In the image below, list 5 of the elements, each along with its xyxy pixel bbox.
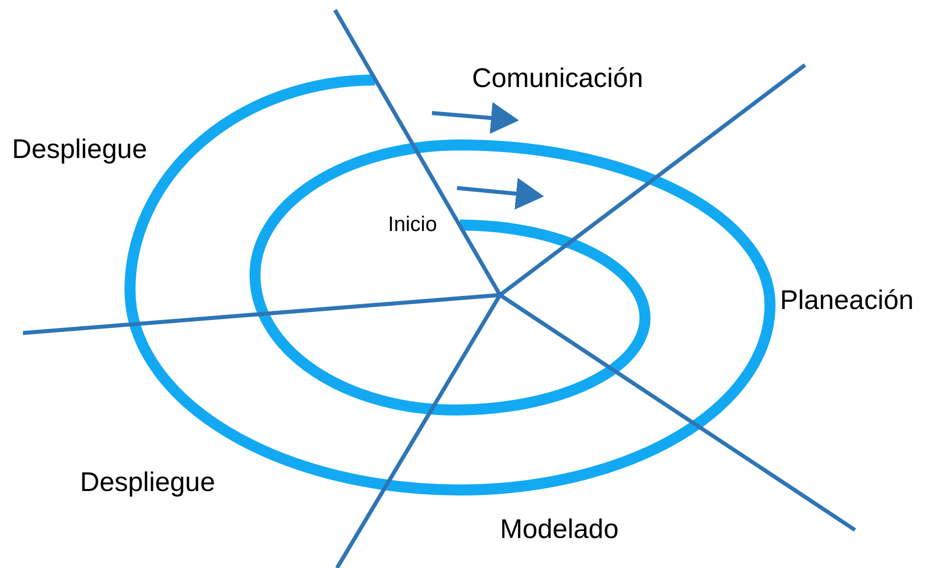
phase-label: Despliegue	[12, 135, 148, 165]
phase-label: Despliegue	[80, 468, 216, 498]
phase-label: Planeación	[780, 286, 914, 316]
phase-label: Comunicación	[472, 64, 644, 94]
phase-label: Modelado	[500, 515, 619, 545]
